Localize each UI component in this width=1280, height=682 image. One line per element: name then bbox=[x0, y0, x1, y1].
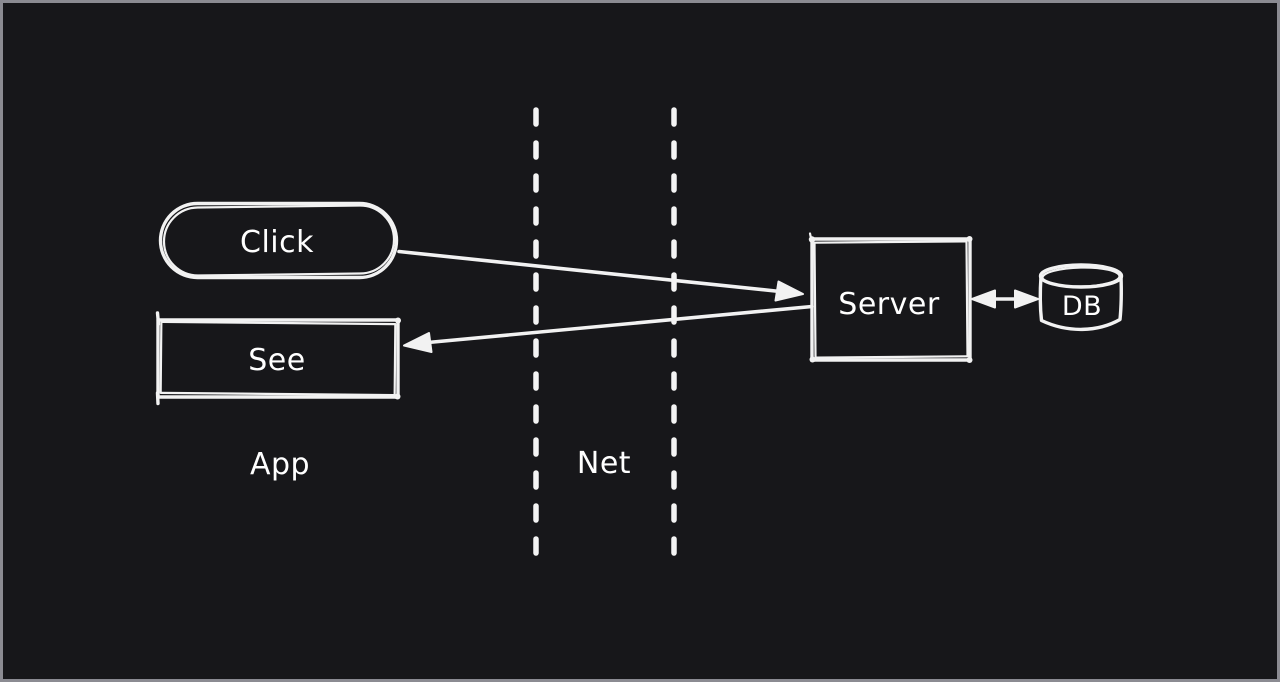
node-server-corner-nub-bl bbox=[809, 356, 816, 363]
arrow-server-db-left-head bbox=[971, 289, 996, 309]
node-server[interactable]: Server bbox=[808, 232, 973, 364]
arrow-server-db-right-head bbox=[1014, 289, 1039, 309]
node-see-corner-overshoot-bottom bbox=[155, 391, 160, 406]
node-db-label: DB bbox=[1062, 291, 1102, 322]
lane-label-net[interactable]: Net bbox=[577, 446, 631, 481]
arrow-server-to-see-shaft bbox=[426, 304, 814, 345]
node-click-label: Click bbox=[240, 225, 314, 260]
node-click-outline-second-pass bbox=[162, 204, 396, 277]
node-see-outline bbox=[156, 318, 400, 399]
arrow-click-to-server-head bbox=[774, 280, 804, 302]
node-see-corner-overshoot-top bbox=[155, 311, 161, 326]
node-db[interactable]: DB bbox=[1038, 263, 1124, 332]
arrow-server-to-see[interactable] bbox=[403, 304, 814, 353]
node-server-corner-overshoot bbox=[808, 232, 814, 245]
node-server-outline bbox=[810, 237, 972, 362]
lane-label-app[interactable]: App bbox=[250, 447, 310, 482]
node-server-outline-second-pass bbox=[813, 240, 969, 359]
node-see-corner-nub-br bbox=[394, 393, 401, 400]
node-click[interactable]: Click bbox=[158, 201, 399, 280]
arrow-server-db-bidirectional[interactable] bbox=[971, 289, 1039, 309]
node-see[interactable]: See bbox=[155, 311, 402, 406]
node-see-label: See bbox=[248, 343, 305, 378]
node-see-corner-nub-tr bbox=[395, 317, 401, 324]
node-server-label: Server bbox=[838, 287, 940, 322]
node-server-corner-nub-tr bbox=[966, 236, 973, 242]
arrow-server-to-see-head bbox=[403, 332, 433, 353]
node-see-outline-second-pass bbox=[159, 320, 397, 397]
node-db-top-ellipse-second-pass bbox=[1041, 266, 1121, 288]
node-db-body bbox=[1038, 274, 1123, 332]
node-server-corner-nub-br bbox=[966, 357, 973, 363]
arrow-click-to-server[interactable] bbox=[397, 249, 804, 302]
node-click-outline bbox=[158, 201, 399, 280]
diagram-svg: Click See Server DB bbox=[155, 107, 1124, 573]
arrow-click-to-server-shaft bbox=[397, 249, 782, 294]
